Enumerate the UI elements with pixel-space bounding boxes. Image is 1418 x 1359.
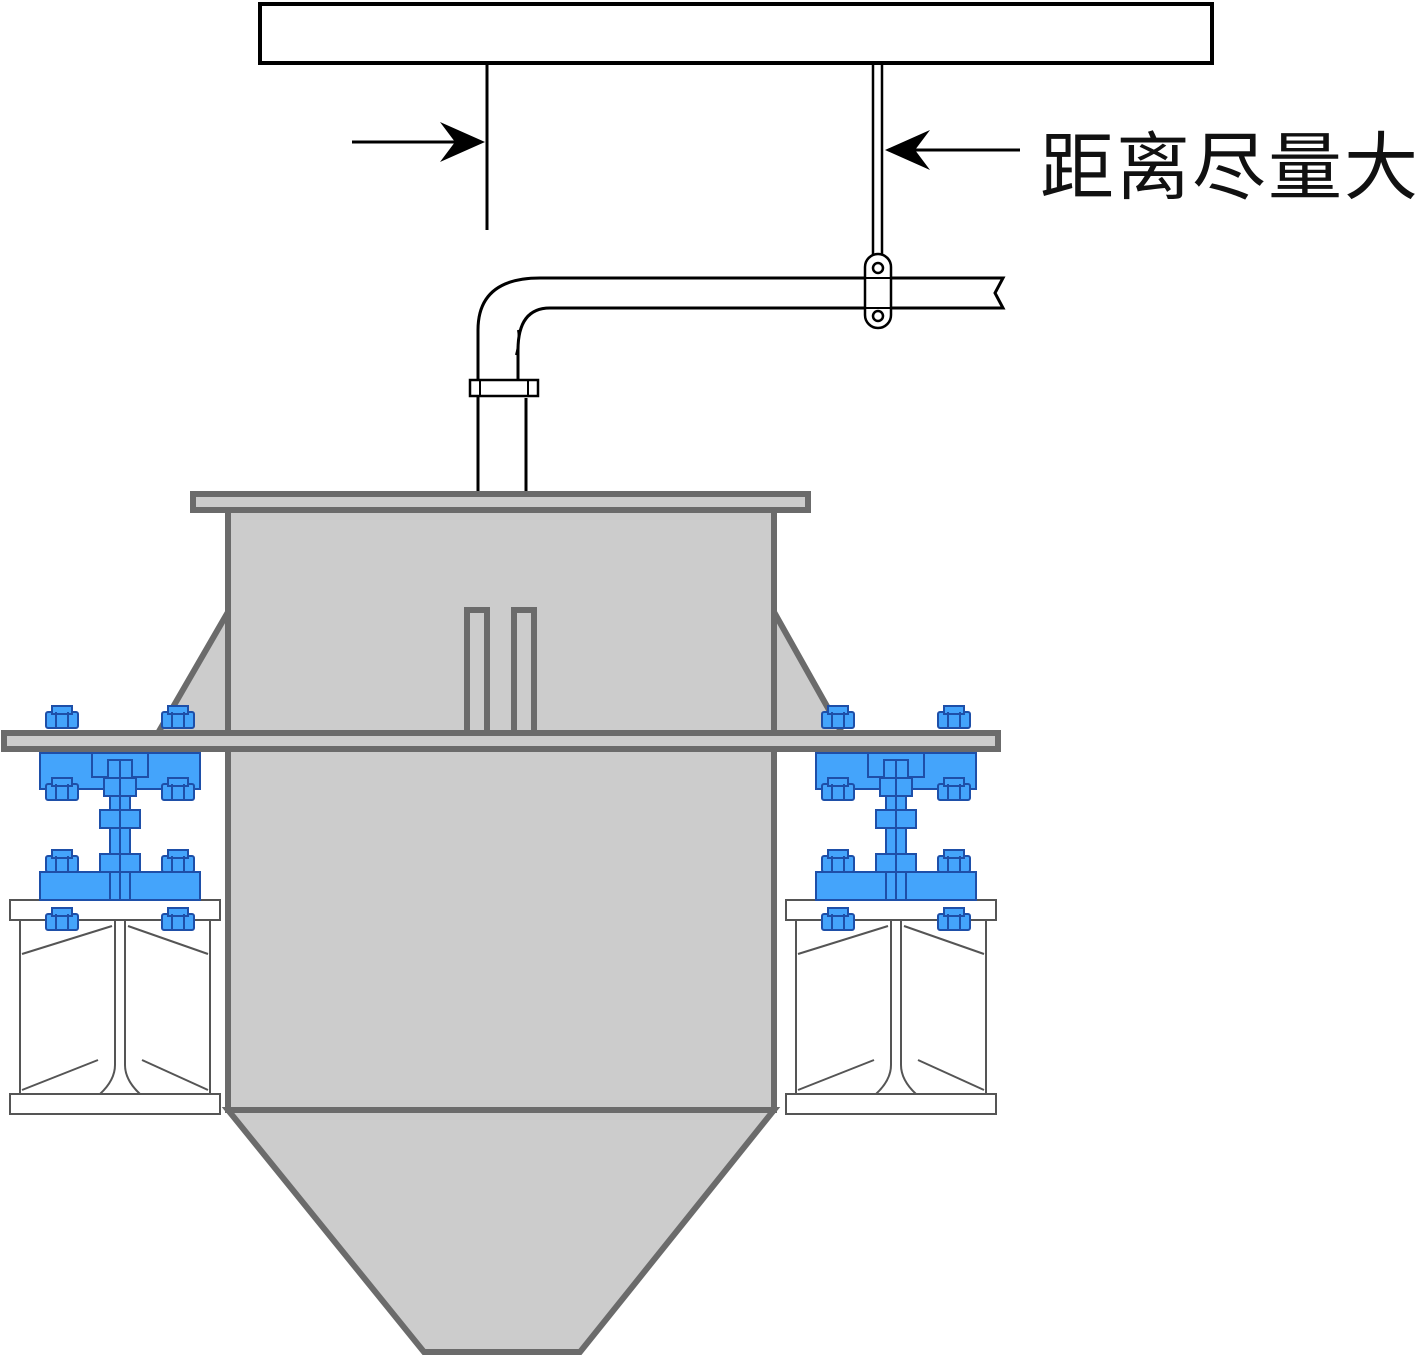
left-load-cell-mount — [39, 705, 201, 931]
hanger-rod — [871, 63, 884, 262]
left-arrow — [352, 122, 485, 162]
right-arrow — [885, 130, 1020, 170]
pipe-collar — [468, 378, 540, 398]
ceiling-beam — [258, 2, 1214, 65]
pipe-hanger-clamp — [863, 252, 893, 330]
left-support-beam — [9, 899, 221, 1115]
distance-annotation: 距离尽量大 — [1040, 125, 1418, 211]
right-support-beam — [785, 899, 997, 1115]
hopper-body — [1, 491, 1001, 1355]
vent-pipe — [476, 276, 1006, 492]
right-load-cell-mount — [815, 705, 977, 931]
